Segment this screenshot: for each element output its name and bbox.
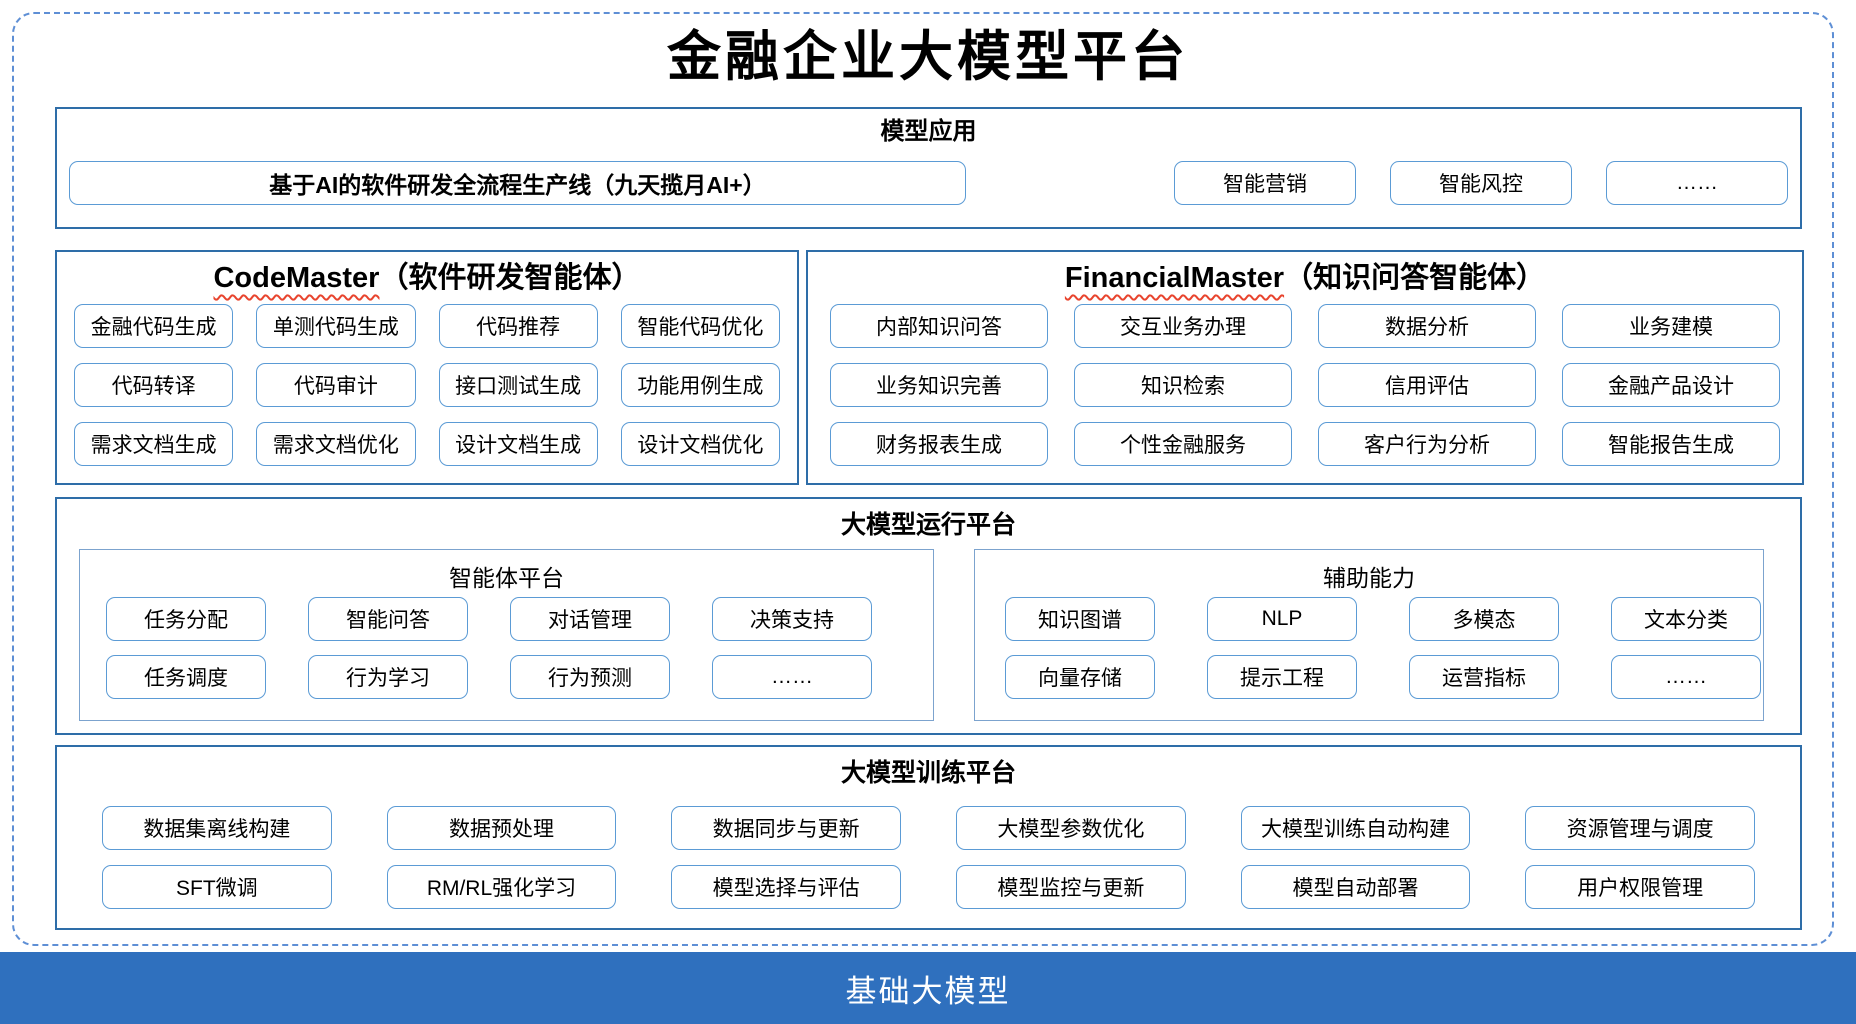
codemaster-item: 金融代码生成	[74, 304, 234, 348]
aux-capability-item: ……	[1611, 655, 1761, 699]
model-application-row: 基于AI的软件研发全流程生产线（九天揽月AI+） 智能营销 智能风控 ……	[69, 161, 1788, 205]
aux-capability-item: NLP	[1207, 597, 1357, 641]
foundation-model-bar: 基础大模型	[0, 952, 1856, 1024]
financialmaster-title-zh: （知识问答智能体）	[1284, 262, 1546, 294]
codemaster-title-en: CodeMaster	[213, 262, 380, 294]
codemaster-item: 需求文档优化	[256, 422, 416, 466]
model-app-item: 智能营销	[1174, 161, 1356, 205]
aux-capability-header: 辅助能力	[1323, 565, 1415, 591]
financialmaster-item: 个性金融服务	[1074, 422, 1292, 466]
codemaster-item: 智能代码优化	[620, 304, 780, 348]
codemaster-grid: 金融代码生成单测代码生成代码推荐智能代码优化代码转译代码审计接口测试生成功能用例…	[74, 304, 780, 466]
aux-capability-item: 向量存储	[1005, 655, 1155, 699]
financialmaster-item: 知识检索	[1074, 363, 1292, 407]
training-platform-item: SFT微调	[102, 865, 332, 909]
codemaster-item: 代码转译	[74, 363, 234, 407]
financialmaster-section: FinancialMaster（知识问答智能体） 内部知识问答交互业务办理数据分…	[806, 250, 1804, 485]
financialmaster-item: 交互业务办理	[1074, 304, 1292, 348]
training-platform-item: 模型监控与更新	[956, 865, 1186, 909]
codemaster-item: 代码推荐	[438, 304, 598, 348]
spacer	[1000, 161, 1140, 205]
aux-capability-item: 运营指标	[1409, 655, 1559, 699]
aux-capability-item: 文本分类	[1611, 597, 1761, 641]
production-line-box: 基于AI的软件研发全流程生产线（九天揽月AI+）	[69, 161, 966, 205]
codemaster-item: 单测代码生成	[256, 304, 416, 348]
training-platform-item: 数据同步与更新	[671, 806, 901, 850]
financialmaster-item: 智能报告生成	[1562, 422, 1780, 466]
financialmaster-item: 金融产品设计	[1562, 363, 1780, 407]
aux-capability-grid: 知识图谱 NLP 多模态 文本分类向量存储 提示工程 运营指标 ……	[1005, 597, 1761, 699]
codemaster-item: 设计文档优化	[620, 422, 780, 466]
model-application-section: 模型应用 基于AI的软件研发全流程生产线（九天揽月AI+） 智能营销 智能风控 …	[55, 107, 1802, 229]
codemaster-title: CodeMaster（软件研发智能体）	[57, 261, 797, 296]
training-platform-section: 大模型训练平台 数据集离线构建 数据预处理 数据同步与更新 大模型参数优化 大模型训练自…	[55, 745, 1802, 930]
training-platform-item: 模型选择与评估	[671, 865, 901, 909]
platform-dashed-frame	[12, 12, 1834, 946]
agent-platform-item: 决策支持	[712, 597, 872, 641]
training-platform-item: 资源管理与调度	[1525, 806, 1755, 850]
agent-platform-item: 行为学习	[308, 655, 468, 699]
agent-platform-box: 智能体平台 任务分配智能问答对话管理决策支持任务调度行为学习行为预测 ……	[79, 549, 934, 721]
agent-platform-item: 行为预测	[510, 655, 670, 699]
model-app-item: 智能风控	[1390, 161, 1572, 205]
codemaster-item: 设计文档生成	[438, 422, 598, 466]
financialmaster-item: 信用评估	[1318, 363, 1536, 407]
training-platform-header: 大模型训练平台	[840, 759, 1016, 787]
financialmaster-item: 业务建模	[1562, 304, 1780, 348]
codemaster-section: CodeMaster（软件研发智能体） 金融代码生成单测代码生成代码推荐智能代码…	[55, 250, 799, 485]
agent-platform-header: 智能体平台	[449, 565, 564, 591]
codemaster-item: 接口测试生成	[438, 363, 598, 407]
training-platform-item: RM/RL强化学习	[386, 865, 617, 909]
codemaster-title-zh: （软件研发智能体）	[379, 262, 641, 294]
training-platform-item: 模型自动部署	[1240, 865, 1471, 909]
financialmaster-item: 客户行为分析	[1318, 422, 1536, 466]
codemaster-item: 代码审计	[256, 363, 416, 407]
agent-platform-item: ……	[712, 655, 872, 699]
training-platform-item: 大模型训练自动构建	[1240, 806, 1471, 850]
financialmaster-title-en: FinancialMaster	[1064, 262, 1285, 294]
financialmaster-item: 财务报表生成	[830, 422, 1048, 466]
agent-platform-grid: 任务分配智能问答对话管理决策支持任务调度行为学习行为预测 ……	[106, 597, 872, 699]
aux-capability-item: 提示工程	[1207, 655, 1357, 699]
training-platform-item: 用户权限管理	[1525, 865, 1755, 909]
training-platform-grid: 数据集离线构建 数据预处理 数据同步与更新 大模型参数优化 大模型训练自动构建 资源管理与…	[102, 806, 1755, 909]
financialmaster-item: 内部知识问答	[830, 304, 1048, 348]
agent-platform-item: 任务调度	[106, 655, 266, 699]
foundation-model-label: 基础大模型	[845, 973, 1011, 1009]
financialmaster-item: 数据分析	[1318, 304, 1536, 348]
training-platform-item: 数据预处理	[386, 806, 617, 850]
aux-capability-box: 辅助能力 知识图谱 NLP 多模态 文本分类向量存储 提示工程 运营指标 ……	[974, 549, 1764, 721]
page-title: 金融企业大模型平台	[667, 24, 1189, 88]
training-platform-item: 大模型参数优化	[956, 806, 1186, 850]
runtime-platform-section: 大模型运行平台 智能体平台 任务分配智能问答对话管理决策支持任务调度行为学习行为…	[55, 497, 1802, 735]
agent-platform-item: 对话管理	[510, 597, 670, 641]
financialmaster-item: 业务知识完善	[830, 363, 1048, 407]
codemaster-item: 功能用例生成	[620, 363, 780, 407]
model-app-item: ……	[1606, 161, 1788, 205]
runtime-platform-header: 大模型运行平台	[840, 511, 1016, 539]
training-platform-item: 数据集离线构建	[102, 806, 332, 850]
aux-capability-item: 多模态	[1409, 597, 1559, 641]
aux-capability-item: 知识图谱	[1005, 597, 1155, 641]
financialmaster-title: FinancialMaster（知识问答智能体）	[808, 261, 1802, 296]
agent-platform-item: 智能问答	[308, 597, 468, 641]
financialmaster-grid: 内部知识问答交互业务办理数据分析业务建模业务知识完善知识检索信用评估金融产品设计…	[830, 304, 1780, 466]
agent-platform-item: 任务分配	[106, 597, 266, 641]
model-application-header: 模型应用	[880, 118, 977, 145]
codemaster-item: 需求文档生成	[74, 422, 234, 466]
